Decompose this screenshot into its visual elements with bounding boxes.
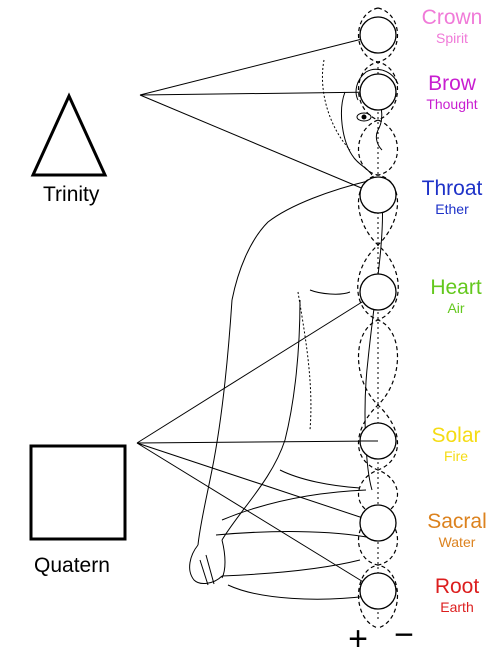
chakra-name-crown: Crown xyxy=(421,6,483,29)
energy-channels xyxy=(357,7,399,629)
chakra-name-sacral: Sacral xyxy=(427,510,487,533)
chakra-element-sacral: Water xyxy=(438,534,476,550)
quatern-rays xyxy=(136,291,379,592)
chakra-label-crown: Crown Spirit xyxy=(412,6,492,46)
chakra-element-heart: Air xyxy=(447,300,465,316)
chakra-name-solar: Solar xyxy=(431,424,481,447)
chakra-label-sacral: Sacral Water xyxy=(417,510,497,550)
trinity-triangle xyxy=(30,92,108,177)
chakra-label-root: Root Earth xyxy=(417,575,497,615)
chakra-label-heart: Heart Air xyxy=(416,276,496,316)
chakra-element-brow: Thought xyxy=(426,96,478,112)
chakra-element-throat: Ether xyxy=(435,201,469,217)
chakra-name-throat: Throat xyxy=(421,177,483,200)
chakra-name-root: Root xyxy=(434,575,480,598)
chakra-element-root: Earth xyxy=(440,599,474,615)
trinity-label: Trinity xyxy=(43,183,100,206)
chakra-circles xyxy=(359,16,397,610)
chakra-circle-root xyxy=(359,572,397,610)
chakra-element-solar: Fire xyxy=(443,448,469,464)
chakra-label-brow: Brow Thought xyxy=(412,72,492,112)
chakra-label-throat: Throat Ether xyxy=(412,177,492,217)
trinity-rays xyxy=(139,34,379,196)
chakra-circle-heart xyxy=(359,273,397,311)
chakra-circle-crown xyxy=(359,16,397,54)
chakra-circle-sacral xyxy=(359,504,397,542)
chakra-circle-brow xyxy=(359,73,397,111)
minus-sign: − xyxy=(394,616,414,654)
chakra-name-heart: Heart xyxy=(430,276,482,299)
quatern-square xyxy=(29,444,127,541)
chakra-circle-throat xyxy=(359,176,397,214)
chakra-element-crown: Spirit xyxy=(436,30,468,46)
chakra-label-solar: Solar Fire xyxy=(416,424,496,464)
chakra-name-brow: Brow xyxy=(428,72,476,95)
plus-sign: + xyxy=(348,620,368,658)
quatern-label: Quatern xyxy=(34,554,110,577)
